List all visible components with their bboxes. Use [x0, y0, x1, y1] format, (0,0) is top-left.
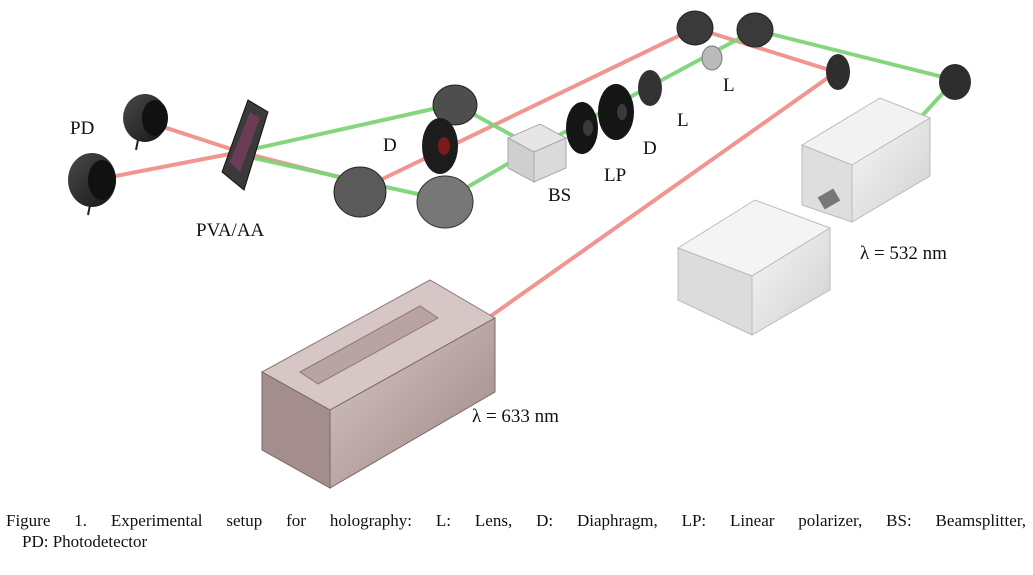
holography-setup-diagram: PD PVA/AA D BS LP D L L λ = 532 nm λ = 6…	[68, 10, 971, 489]
mirror-lower-left	[333, 166, 387, 218]
label-lens-mid: L	[677, 110, 689, 131]
mirror-lower-middle	[416, 175, 474, 229]
green-laser	[676, 97, 932, 336]
lens-top	[701, 45, 723, 71]
label-diaphragm-right: D	[643, 138, 657, 159]
label-beamsplitter: BS	[548, 185, 571, 206]
lens-mid	[638, 70, 662, 106]
label-red-laser: λ = 633 nm	[472, 406, 559, 427]
mirror-red-laser	[826, 54, 850, 90]
label-linear-polarizer: LP	[604, 165, 626, 186]
beamsplitter-cube	[506, 123, 568, 183]
label-lens-top: L	[723, 75, 735, 96]
linear-polarizer	[566, 102, 598, 154]
figure-caption-line2: PD: Photodetector	[22, 532, 148, 551]
photodetector-upper	[123, 94, 168, 151]
mirror-upper-left	[432, 84, 478, 126]
pva-aa-sample	[221, 99, 269, 191]
mirror-top-right	[736, 12, 774, 48]
label-pd: PD	[70, 118, 94, 139]
diaphragm-left	[422, 118, 458, 174]
figure-caption-line1: Figure 1. Experimental setup for hologra…	[6, 511, 1026, 530]
label-green-laser: λ = 532 nm	[860, 243, 947, 264]
label-pva-aa: PVA/AA	[196, 220, 265, 241]
red-beam-path	[93, 26, 838, 320]
diaphragm-right	[598, 84, 634, 140]
photodetector-lower	[68, 153, 116, 216]
mirror-top-left	[676, 10, 714, 46]
label-diaphragm-left: D	[383, 135, 397, 156]
red-laser	[260, 279, 497, 489]
mirror-green-laser	[939, 64, 971, 100]
